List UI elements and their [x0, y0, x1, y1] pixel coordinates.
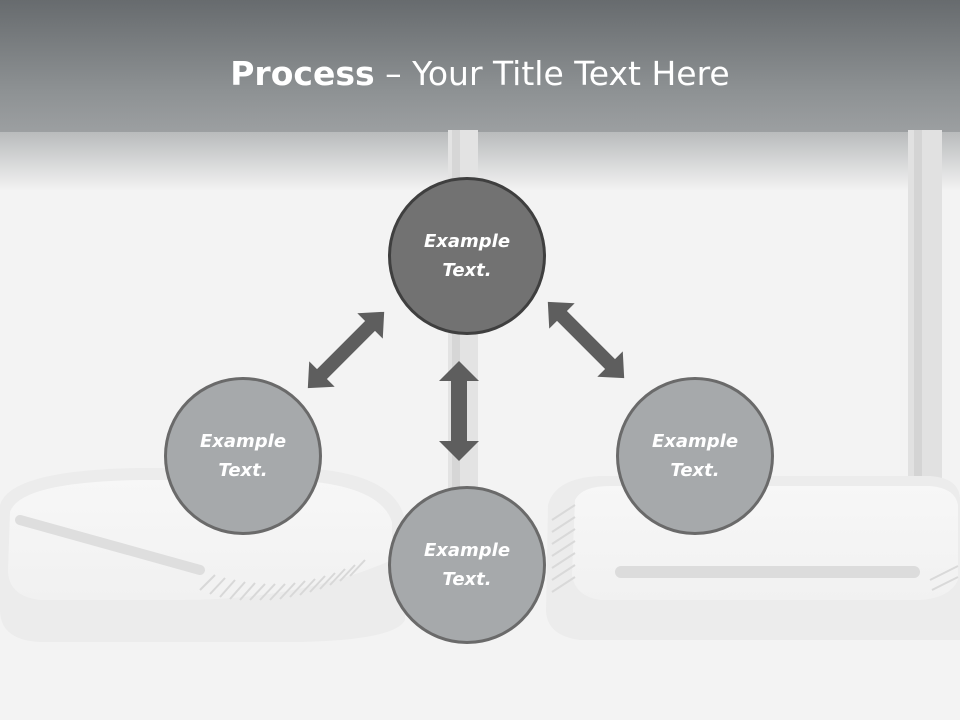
- node-bottom: Example Text.: [388, 486, 546, 644]
- node-right-text: Example Text.: [651, 431, 739, 481]
- double-arrow-right-icon: [547, 301, 625, 379]
- double-arrow-vertical-icon: [439, 361, 479, 461]
- node-top: Example Text.: [388, 177, 546, 335]
- node-right: Example Text.: [616, 377, 774, 535]
- node-top-text: Example Text.: [423, 231, 511, 281]
- node-left: Example Text.: [164, 377, 322, 535]
- title-rest: Your Title Text Here: [412, 54, 730, 93]
- double-arrow-left-icon: [307, 311, 385, 389]
- title-dash: –: [374, 54, 413, 93]
- title-bold: Process: [230, 54, 375, 93]
- slide-title: Process – Your Title Text Here: [0, 52, 960, 96]
- node-bottom-text: Example Text.: [423, 540, 511, 590]
- node-left-text: Example Text.: [199, 431, 287, 481]
